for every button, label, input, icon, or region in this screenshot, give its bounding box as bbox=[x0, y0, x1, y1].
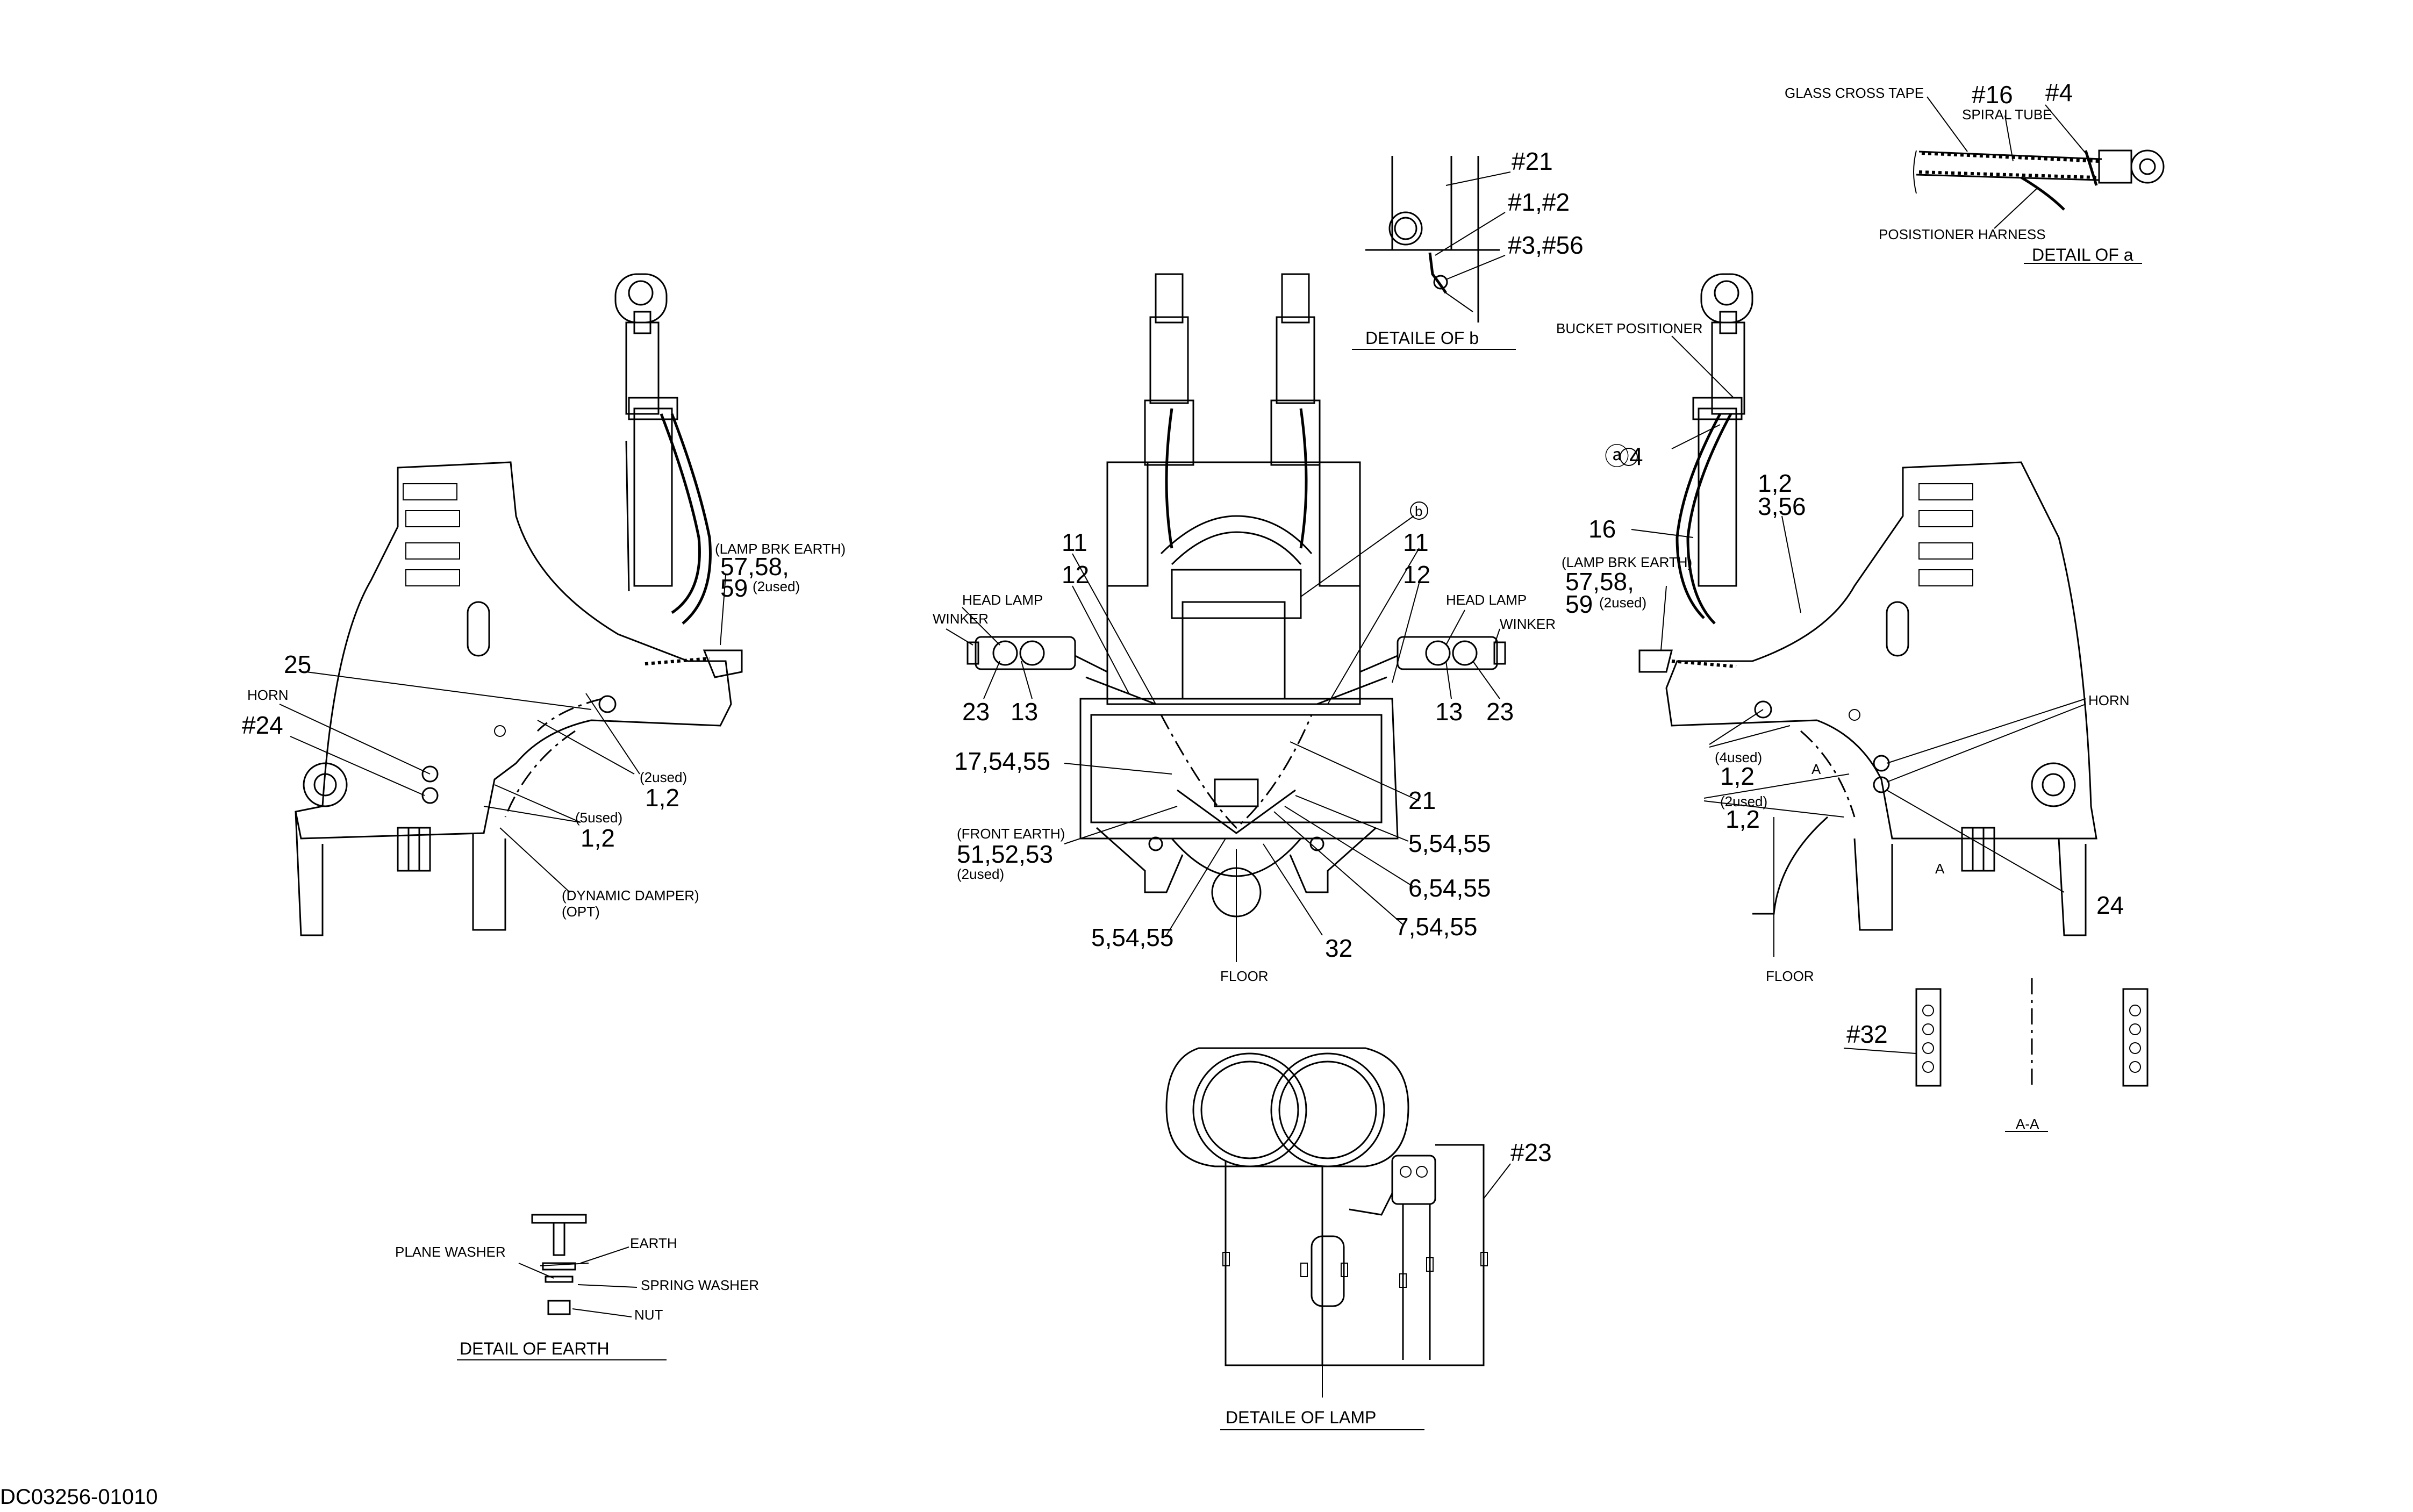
center-part-51-52-53: 51,52,53 bbox=[957, 840, 1053, 868]
right-used-4: (4used) bbox=[1715, 749, 1762, 765]
center-part-21: 21 bbox=[1408, 786, 1436, 814]
center-winker-right: WINKER bbox=[1500, 616, 1556, 632]
detail-a: GLASS CROSS TAPE #16 SPIRAL TUBE #4 POSI… bbox=[1785, 78, 2165, 264]
left-used-5: (5used) bbox=[575, 809, 622, 826]
plane-washer-label: PLANE WASHER bbox=[395, 1244, 506, 1260]
center-winker-left: WINKER bbox=[933, 611, 989, 627]
ref-4-label: #4 bbox=[2045, 78, 2073, 106]
detaile-of-lamp: #23 DETAILE OF LAMP bbox=[1165, 1047, 1552, 1430]
center-head-lamp-left: HEAD LAMP bbox=[962, 592, 1043, 608]
right-floor-label: FLOOR bbox=[1766, 968, 1814, 984]
center-part-7-54-55: 7,54,55 bbox=[1395, 913, 1477, 941]
left-part-1-2b: 1,2 bbox=[581, 824, 615, 852]
center-front-view: 11 12 HEAD LAMP WINKER 23 13 b 11 12 HEA… bbox=[933, 273, 1556, 984]
ref-32-label: #32 bbox=[1846, 1020, 1888, 1048]
right-part-1-2: 1,2 bbox=[1758, 469, 1792, 497]
section-a-a: #32 A-A bbox=[1843, 978, 2149, 1132]
right-part-1-2b: 1,2 bbox=[1725, 805, 1760, 833]
right-part-57-58: 57,58, bbox=[1565, 568, 1634, 596]
left-part-59: 59 bbox=[720, 574, 748, 602]
right-used-2b: (2used) bbox=[1720, 793, 1767, 809]
ref-23-label: #23 bbox=[1510, 1138, 1552, 1166]
left-part-25: 25 bbox=[284, 650, 311, 678]
section-a-a-label: A-A bbox=[2016, 1116, 2039, 1132]
center-head-lamp-right: HEAD LAMP bbox=[1446, 592, 1527, 608]
ref-16-label: #16 bbox=[1972, 81, 2013, 109]
right-section-a: A bbox=[1811, 761, 1821, 777]
detail-of-earth: PLANE WASHER EARTH SPRING WASHER NUT DET… bbox=[395, 1214, 759, 1360]
ref-1-2-label: #1,#2 bbox=[1508, 188, 1570, 216]
center-part-23-left: 23 bbox=[962, 698, 990, 726]
right-lamp-brk-earth: (LAMP BRK EARTH) bbox=[1562, 554, 1692, 570]
left-ref-24: #24 bbox=[242, 711, 283, 739]
center-part-6-54-55: 6,54,55 bbox=[1408, 874, 1491, 902]
center-part-17-54-55: 17,54,55 bbox=[954, 747, 1050, 775]
center-front-earth: (FRONT EARTH) bbox=[957, 826, 1065, 842]
center-part-23-right: 23 bbox=[1486, 698, 1514, 726]
center-part-12-left: 12 bbox=[1062, 561, 1089, 589]
center-part-11-right: 11 bbox=[1403, 528, 1429, 556]
center-part-13-right: 13 bbox=[1435, 698, 1463, 726]
earth-label: EARTH bbox=[630, 1235, 677, 1251]
right-part-24: 24 bbox=[2096, 891, 2124, 919]
positioner-harness-label: POSISTIONER HARNESS bbox=[1879, 226, 2046, 242]
right-part-1-2a: 1,2 bbox=[1720, 762, 1755, 790]
spiral-tube-label: SPIRAL TUBE bbox=[1962, 106, 2052, 123]
center-floor-label: FLOOR bbox=[1220, 968, 1269, 984]
detail-earth-title: DETAIL OF EARTH bbox=[460, 1339, 610, 1358]
right-bucket-positioner: BUCKET POSITIONER bbox=[1556, 320, 1703, 336]
left-part-57-58: 57,58, bbox=[720, 553, 789, 581]
center-part-11-left: 11 bbox=[1062, 528, 1087, 556]
left-part-1-2a: 1,2 bbox=[645, 784, 679, 812]
right-part-a4: ⓐ4 bbox=[1605, 442, 1643, 470]
right-part-3-56: 3,56 bbox=[1758, 492, 1806, 520]
ref-21-label: #21 bbox=[1512, 147, 1553, 175]
drawing-number: DC03256-01010 bbox=[0, 1485, 158, 1509]
left-opt: (OPT) bbox=[562, 904, 600, 920]
left-lamp-brk-earth: (LAMP BRK EARTH) bbox=[715, 541, 846, 557]
detail-b: #21 #1,#2 #3,#56 DETAILE OF b bbox=[1352, 147, 1584, 350]
center-part-12-right: 12 bbox=[1403, 561, 1430, 589]
left-used-2b: (2used) bbox=[640, 769, 687, 785]
center-part-32: 32 bbox=[1325, 934, 1352, 962]
glass-cross-tape-label: GLASS CROSS TAPE bbox=[1785, 85, 1924, 101]
left-side-view: (LAMP BRK EARTH) 57,58, 59 (2used) 25 HO… bbox=[242, 273, 846, 936]
right-horn-label: HORN bbox=[2088, 692, 2130, 708]
center-callout-b: b bbox=[1415, 503, 1422, 519]
center-used-2: (2used) bbox=[957, 866, 1004, 882]
nut-label: NUT bbox=[634, 1307, 663, 1323]
right-used-2: (2used) bbox=[1599, 594, 1646, 611]
right-side-view: BUCKET POSITIONER ⓐ4 1,2 3,56 16 (LAMP B… bbox=[1556, 273, 2130, 984]
right-part-16: 16 bbox=[1588, 515, 1616, 543]
detail-lamp-title: DETAILE OF LAMP bbox=[1226, 1408, 1376, 1427]
center-part-13-left: 13 bbox=[1011, 698, 1038, 726]
detail-b-title: DETAILE OF b bbox=[1365, 328, 1479, 348]
spring-washer-label: SPRING WASHER bbox=[641, 1277, 759, 1293]
ref-3-56-label: #3,#56 bbox=[1508, 231, 1584, 259]
right-part-59: 59 bbox=[1565, 590, 1593, 618]
detail-a-title: DETAIL OF a bbox=[2032, 245, 2133, 264]
center-part-5-54-55-a: 5,54,55 bbox=[1408, 829, 1491, 857]
right-section-a2: A bbox=[1935, 861, 1945, 877]
center-part-5-54-55-b: 5,54,55 bbox=[1091, 923, 1173, 951]
left-used-2: (2used) bbox=[753, 578, 800, 594]
left-horn-label: HORN bbox=[247, 687, 289, 703]
left-dynamic-damper: (DYNAMIC DAMPER) bbox=[562, 887, 699, 904]
